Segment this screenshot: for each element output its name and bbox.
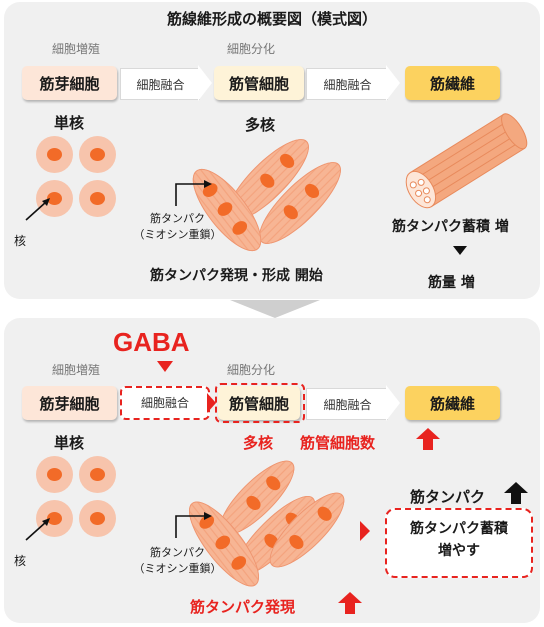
bottom-label-differentiation: 細胞分化	[227, 363, 276, 377]
arrow-head-icon	[198, 65, 212, 101]
nucleus-icon	[263, 473, 284, 494]
top-muscle-mass: 筋量 増	[428, 275, 475, 291]
arrow-head-icon	[386, 385, 400, 421]
result-box	[385, 508, 533, 578]
top-label-proliferation: 細胞増殖	[52, 42, 101, 56]
bottom-protein-label: 筋タンパク （ミオシン重鎖）	[130, 544, 225, 576]
top-stage-myofiber: 筋繊維	[405, 66, 500, 100]
bottom-nucleus-label: 核	[14, 554, 27, 568]
top-fusion-arrow-2: 細胞融合	[306, 65, 400, 101]
nucleus-icon	[47, 512, 62, 525]
myoblast-cell	[79, 456, 116, 493]
protein-expression-label: 筋タンパク発現	[190, 598, 296, 616]
top-fusion-label-2: 細胞融合	[306, 68, 388, 100]
bottom-fusion-label-2: 細胞融合	[306, 388, 388, 420]
top-protein-label: 筋タンパク （ミオシン重鎖）	[130, 210, 225, 242]
nucleus-icon	[314, 503, 335, 524]
top-multinuclear-label: 多核	[245, 116, 276, 134]
red-arrow-head-icon	[207, 393, 216, 413]
top-stage-myoblast: 筋芽細胞	[22, 66, 117, 100]
bottom-fusion-label-1: 細胞融合	[140, 396, 189, 410]
bottom-protein-label-line2: （ミオシン重鎖）	[133, 562, 222, 575]
top-nucleus-label: 核	[14, 234, 27, 248]
red-up-arrow-icon	[416, 428, 440, 450]
nucleus-icon	[47, 148, 62, 161]
bottom-stage-myoblast: 筋芽細胞	[22, 386, 117, 420]
nucleus-icon	[90, 148, 105, 161]
nucleus-icon	[286, 532, 307, 552]
down-triangle-icon	[453, 246, 467, 255]
nucleus-icon	[90, 192, 105, 205]
gaba-label: GABA	[113, 327, 190, 357]
diagram-title: 筋線維形成の概要図（模式図）	[166, 10, 377, 28]
bottom-stage-myotube: 筋管細胞	[218, 386, 300, 420]
nucleus-icon	[47, 192, 62, 205]
nucleus-icon	[228, 553, 249, 573]
nucleus-icon	[229, 218, 250, 238]
top-fusion-arrow-1: 細胞融合	[120, 65, 212, 101]
top-mononuclear-label: 単核	[54, 114, 85, 132]
nucleus-icon	[302, 181, 322, 201]
bottom-protein-label-line1: 筋タンパク	[150, 546, 205, 559]
top-stage-myotube: 筋管細胞	[214, 66, 304, 100]
myofiber-bundle-icon	[405, 113, 528, 209]
nucleus-icon	[280, 202, 301, 223]
panel-transition-icon	[230, 300, 320, 318]
gaba-down-arrow-icon	[157, 361, 173, 372]
nucleus-icon	[47, 468, 62, 481]
top-accumulation: 筋タンパク蓄積 増	[392, 219, 509, 235]
result-line-2: 増やす	[438, 543, 480, 559]
bottom-multinuclear-label: 多核	[243, 434, 274, 452]
bottom-mononuclear-label: 単核	[54, 434, 85, 452]
top-expression-start: 筋タンパク発現・形成 開始	[150, 268, 323, 284]
myoblast-cell	[36, 456, 73, 493]
myoblast-cell	[36, 500, 73, 537]
bottom-stage-myofiber: 筋繊維	[405, 386, 500, 420]
nucleus-icon	[90, 468, 105, 481]
top-fusion-label-1: 細胞融合	[120, 68, 200, 100]
nucleus-pointer-icon	[25, 198, 50, 221]
result-box-text: 筋タンパク蓄積 増やす	[385, 518, 533, 562]
arrow-head-icon	[386, 65, 400, 101]
myoblast-cell	[79, 500, 116, 537]
black-up-arrow-icon	[504, 482, 528, 504]
protein-pointer-icon	[175, 180, 212, 206]
top-protein-label-line2: （ミオシン重鎖）	[133, 228, 222, 241]
nucleus-pointer-icon	[25, 518, 50, 541]
top-label-differentiation: 細胞分化	[227, 42, 276, 56]
bottom-fusion-arrow-2: 細胞融合	[306, 385, 400, 421]
myoblast-cell	[79, 136, 116, 173]
nucleus-icon	[243, 493, 264, 513]
top-protein-label-line1: 筋タンパク	[150, 212, 205, 225]
myoblast-cell	[36, 180, 73, 217]
protein-pointer-icon	[175, 512, 212, 538]
red-right-triangle-icon	[360, 521, 370, 541]
bottom-label-proliferation: 細胞増殖	[52, 363, 101, 377]
myoblast-cell	[36, 136, 73, 173]
myotube-highlight-box	[215, 383, 305, 423]
nucleus-icon	[277, 151, 297, 171]
myoblast-cell	[79, 180, 116, 217]
nucleus-icon	[90, 512, 105, 525]
red-up-arrow-icon	[338, 592, 362, 614]
protein-up-label: 筋タンパク	[410, 488, 486, 506]
myotube-count-label: 筋管細胞数	[300, 434, 376, 452]
fusion-highlight-box	[120, 386, 210, 420]
nucleus-icon	[257, 170, 278, 191]
result-line-1: 筋タンパク蓄積	[410, 521, 508, 537]
